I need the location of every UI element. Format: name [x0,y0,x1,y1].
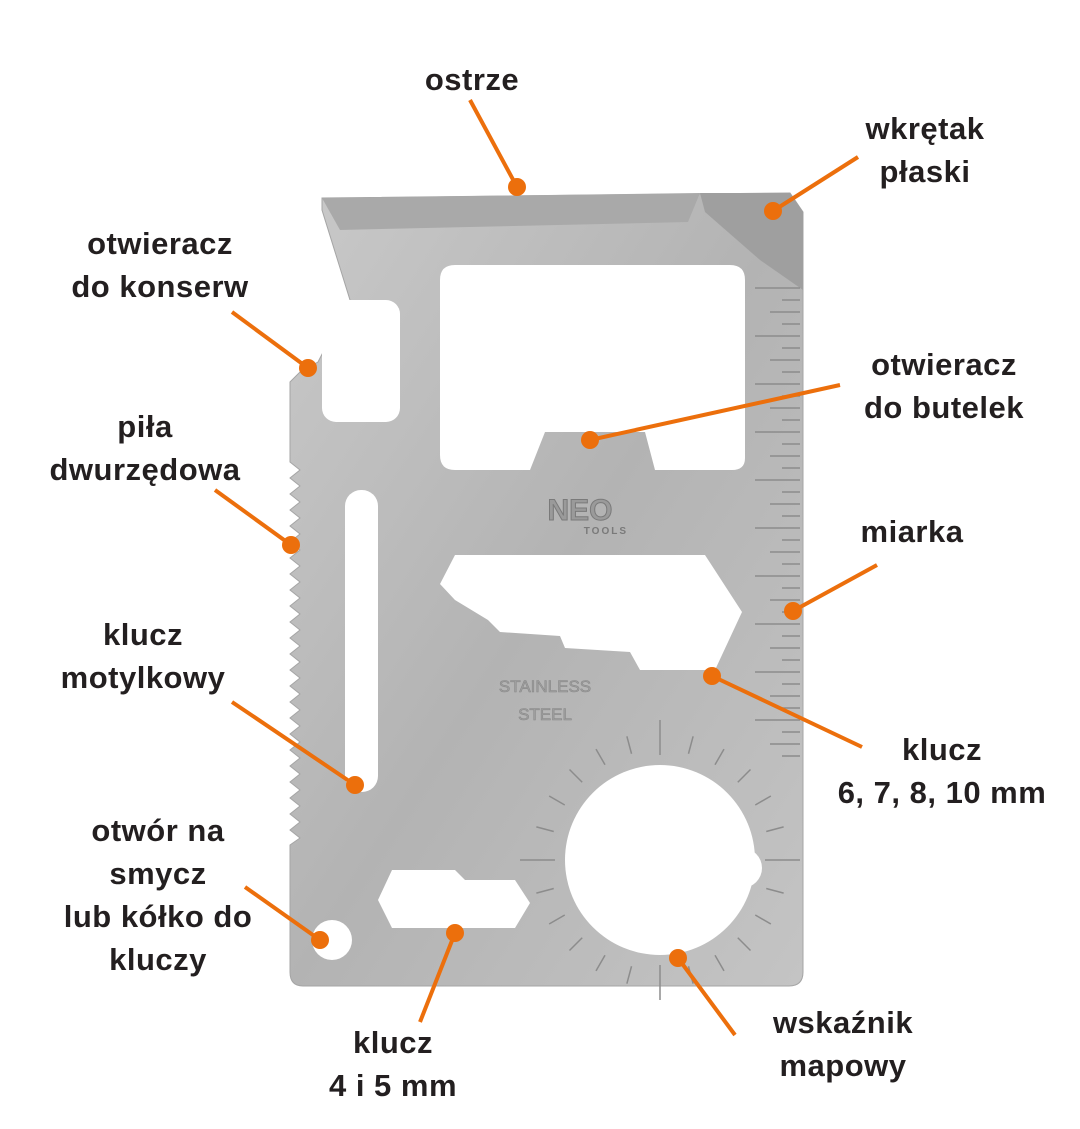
compass-tick [687,736,694,754]
compass-tick [714,954,725,972]
compass-tick [568,937,583,952]
leader-dot-bottle-opener [581,431,599,449]
leader-line-bottle-opener [589,383,841,442]
map-indicator-cutout [565,765,755,955]
compass-tick [595,748,606,766]
leader-line-map-indicator [676,956,737,1037]
leader-line-flat-screwdriver [771,155,860,213]
map-indicator-bump [722,848,762,888]
leader-dot-map-indicator [669,949,687,967]
neo-logo-sub: TOOLS [584,526,628,537]
butterfly-wrench-slot [345,490,378,792]
bottle-opener-cutout [440,265,745,470]
leader-line-can-opener [230,310,310,370]
stamp-steel: STEEL [518,705,572,724]
wrench-6-10-cutout [440,555,742,670]
leader-line-ruler [792,563,878,613]
compass-tick [766,887,784,894]
compass-tick [536,887,554,894]
leader-line-wrench-6-10 [711,674,863,749]
leader-line-butterfly-wrench [230,700,357,787]
leader-dot-wrench-4-5 [446,924,464,942]
compass-tick [626,966,633,984]
compass-tick [568,768,583,783]
blade-edge [322,193,700,230]
leader-dot-flat-screwdriver [764,202,782,220]
wrench-4-5-cutout [378,870,530,928]
leader-line-saw [213,488,293,547]
leader-dot-wrench-6-10 [703,667,721,685]
stamp-stainless: STAINLESS [499,677,591,696]
compass-tick [548,914,566,925]
compass-tick [548,795,566,806]
compass-tick [714,748,725,766]
compass-tick [536,826,554,833]
compass-tick [766,826,784,833]
lanyard-hole [312,920,352,960]
leader-dot-saw [282,536,300,554]
leader-dot-lanyard-hole [311,931,329,949]
neo-logo: NEO [547,494,612,527]
leader-line-lanyard-hole [243,885,322,942]
leader-dot-can-opener [299,359,317,377]
leader-dot-blade [508,178,526,196]
label-blade: ostrze [424,62,520,97]
leader-line-blade [468,99,519,188]
leader-line-wrench-4-5 [418,932,457,1023]
compass-tick [595,954,606,972]
can-opener-notch [322,300,400,422]
compass-tick [626,736,633,754]
compass-tick [737,937,752,952]
compass-tick [737,768,752,783]
leader-dot-ruler [784,602,802,620]
label-ruler: miarka [860,514,964,549]
compass-tick [754,914,772,925]
compass-tick [754,795,772,806]
leader-dot-butterfly-wrench [346,776,364,794]
